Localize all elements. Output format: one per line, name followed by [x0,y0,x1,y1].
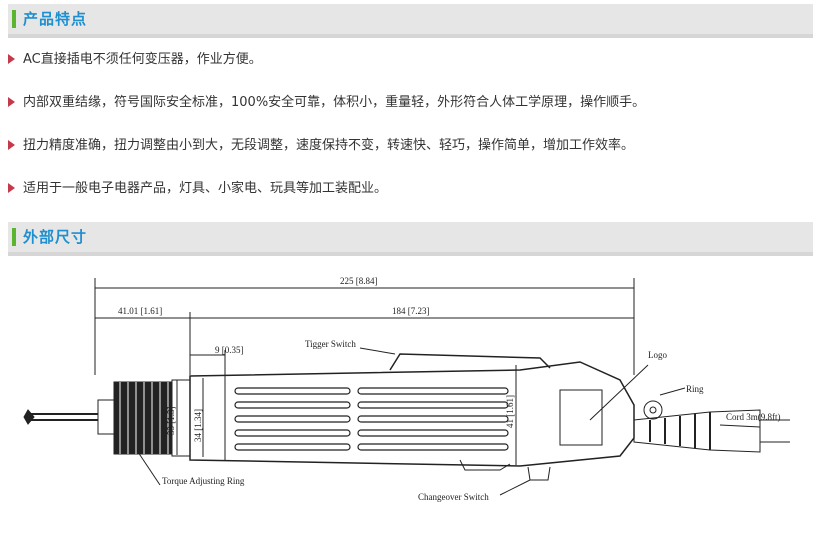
dim-ring-dia-label: 33 [1.3] [166,407,176,436]
feature-item: 扭力精度准确，扭力调整由小到大，无段调整，速度保持不变，转速快、轻巧，操作简单，… [8,136,634,156]
section-header-features: 产品特点 [8,4,813,38]
dim-front-label: 41.01 [1.61] [118,306,162,316]
section-accent-bar [12,228,16,246]
feature-text: 内部双重结缘，符号国际安全标准，100%安全可靠，体积小，重量轻，外形符合人体工… [23,95,646,110]
torque-ring-label: Torque Adjusting Ring [162,476,245,486]
bullet-triangle-icon [8,96,15,107]
bullet-triangle-icon [8,139,15,150]
screwdriver-dimension-drawing: 225 [8.84] 41.01 [1.61] 184 [7.23] 9 [0.… [23,276,790,502]
bullet-triangle-icon [8,53,15,64]
trigger-switch-label: Tigger Switch [305,339,356,349]
logo-label: Logo [648,350,667,360]
feature-item: 适用于一般电子电器产品，灯具、小家电、玩具等加工装配业。 [8,179,387,199]
feature-text: AC直接插电不须任何变压器，作业方便。 [23,52,262,67]
feature-item: AC直接插电不须任何变压器，作业方便。 [8,50,262,70]
changeover-switch-label: Changeover Switch [418,492,489,502]
section-header-dimensions: 外部尺寸 [8,222,813,256]
feature-item: 内部双重结缘，符号国际安全标准，100%安全可靠，体积小，重量轻，外形符合人体工… [8,93,645,113]
dim-ring-width-label: 9 [0.35] [215,345,244,355]
dim-body-dia-label: 34 [1.34] [193,409,203,442]
dim-total-label: 225 [8.84] [340,276,378,286]
section-title-features: 产品特点 [23,10,88,28]
feature-text: 扭力精度准确，扭力调整由小到大，无段调整，速度保持不变，转速快、轻巧，操作简单，… [23,138,635,153]
cord-label: Cord 3m(9.8ft) [726,412,781,422]
section-accent-bar [12,10,16,28]
feature-text: 适用于一般电子电器产品，灯具、小家电、玩具等加工装配业。 [23,181,388,196]
bullet-triangle-icon [8,182,15,193]
dim-grip-dia-label: 41 [1.61] [505,395,515,428]
ring-label: Ring [686,384,704,394]
dim-body-label: 184 [7.23] [392,306,430,316]
section-title-dimensions: 外部尺寸 [23,228,88,246]
